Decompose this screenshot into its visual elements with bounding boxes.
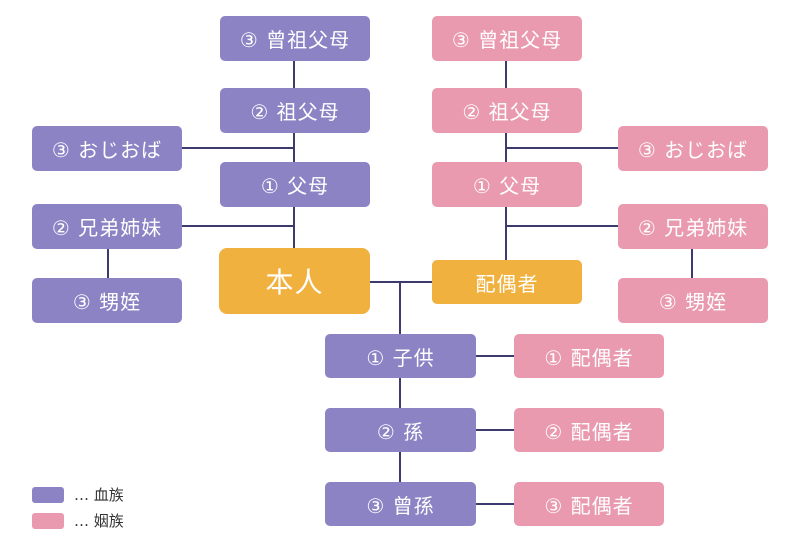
self-label: 本人	[265, 266, 324, 299]
legend-blood-swatch	[32, 486, 64, 503]
self-grandparents-box: ② 祖父母	[220, 88, 370, 133]
spouse-aunts-uncles-label: ③ おじおば	[637, 138, 749, 162]
legend-inlaw-label: … 姻族	[74, 512, 124, 530]
grandchildren-box: ② 孫	[325, 408, 476, 452]
spouse-siblings-box: ② 兄弟姉妹	[618, 204, 768, 249]
legend-inlaw-swatch	[32, 512, 64, 529]
spouse-grandparents-label: ② 祖父母	[462, 100, 552, 124]
self-nephews-nieces-label: ③ 甥姪	[72, 290, 142, 314]
spouse-grandparents-box: ② 祖父母	[432, 88, 582, 133]
children-label: ① 子供	[366, 345, 435, 370]
self-siblings-box: ② 兄弟姉妹	[32, 204, 182, 249]
grandchildren-spouse-label: ② 配偶者	[544, 419, 634, 444]
spouse-nephews-nieces-box: ③ 甥姪	[618, 278, 768, 323]
children-box: ① 子供	[325, 334, 476, 378]
grandchildren-spouse-box: ② 配偶者	[514, 408, 664, 452]
spouse-great-grandparents-box: ③ 曾祖父母	[432, 16, 582, 61]
self-great-grandparents-box: ③ 曾祖父母	[220, 16, 370, 61]
great-grandchildren-box: ③ 曾孫	[325, 482, 476, 526]
self-aunts-uncles-label: ③ おじおば	[51, 138, 163, 162]
self-nephews-nieces-box: ③ 甥姪	[32, 278, 182, 323]
children-spouse-label: ① 配偶者	[544, 345, 634, 370]
self-box: 本人	[219, 248, 370, 314]
spouse-great-grandparents-label: ③ 曾祖父母	[451, 28, 563, 52]
spouse-siblings-label: ② 兄弟姉妹	[637, 216, 749, 240]
self-parents-label: ① 父母	[260, 174, 330, 198]
legend-blood: … 血族	[32, 484, 124, 505]
spouse-parents-label: ① 父母	[472, 174, 542, 198]
self-siblings-label: ② 兄弟姉妹	[51, 216, 163, 240]
spouse-label: 配偶者	[475, 271, 539, 296]
self-grandparents-label: ② 祖父母	[250, 100, 340, 124]
great-grandchildren-label: ③ 曾孫	[366, 493, 435, 518]
spouse-aunts-uncles-box: ③ おじおば	[618, 126, 768, 171]
great-grandchildren-spouse-box: ③ 配偶者	[514, 482, 664, 526]
self-parents-box: ① 父母	[220, 162, 370, 207]
legend-blood-label: … 血族	[74, 486, 124, 504]
self-great-grandparents-label: ③ 曾祖父母	[239, 28, 351, 52]
spouse-box: 配偶者	[432, 260, 582, 304]
children-spouse-box: ① 配偶者	[514, 334, 664, 378]
spouse-nephews-nieces-label: ③ 甥姪	[658, 290, 728, 314]
self-aunts-uncles-box: ③ おじおば	[32, 126, 182, 171]
spouse-parents-box: ① 父母	[432, 162, 582, 207]
legend-inlaw: … 姻族	[32, 510, 124, 531]
great-grandchildren-spouse-label: ③ 配偶者	[544, 493, 634, 518]
grandchildren-label: ② 孫	[376, 419, 425, 444]
